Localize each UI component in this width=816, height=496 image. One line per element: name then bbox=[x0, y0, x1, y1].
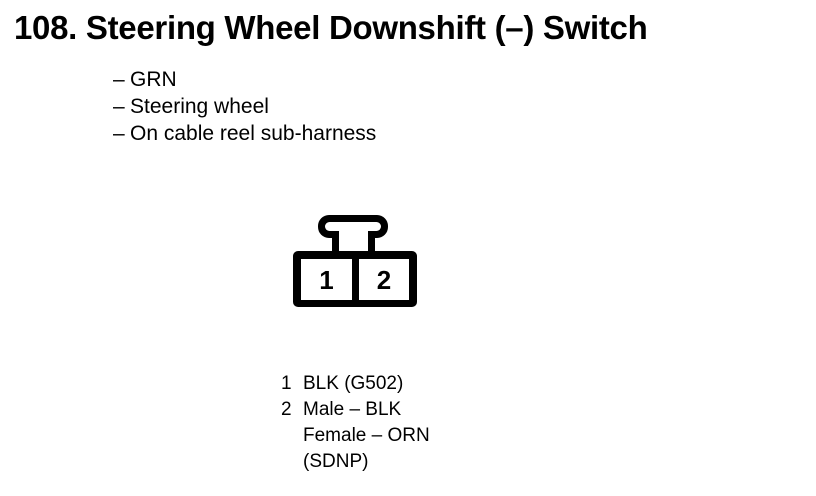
pin-wire-description: (SDNP) bbox=[303, 451, 369, 472]
pin-number-spacer bbox=[281, 423, 303, 449]
connector-latch bbox=[318, 215, 388, 253]
pin-wire-description: Male – BLK bbox=[303, 399, 402, 420]
cavity-2-cell bbox=[359, 259, 409, 300]
dash-marker: – bbox=[113, 122, 125, 145]
note-label: Steering wheel bbox=[130, 95, 269, 118]
note-item: – Steering wheel bbox=[113, 93, 376, 120]
connector-diagram: 1 2 bbox=[280, 205, 440, 320]
pin-wire-description: BLK (G502) bbox=[303, 373, 404, 394]
note-label: GRN bbox=[130, 68, 177, 91]
page-title: 108. Steering Wheel Downshift (–) Switch bbox=[14, 9, 648, 46]
note-item: – On cable reel sub-harness bbox=[113, 120, 376, 147]
dash-marker: – bbox=[113, 95, 125, 118]
notes-list: – GRN – Steering wheel – On cable reel s… bbox=[113, 66, 376, 147]
note-item: – GRN bbox=[113, 66, 376, 93]
connector-drawing: 1 2 bbox=[293, 215, 417, 307]
dash-marker: – bbox=[113, 68, 125, 91]
pin-legend: 1 BLK (G502) 2 Male – BLK Female – ORN (… bbox=[281, 371, 430, 475]
pin-number: 1 bbox=[281, 373, 292, 394]
cavity-2-number: 2 bbox=[377, 265, 391, 295]
note-label: On cable reel sub-harness bbox=[130, 122, 377, 145]
cavity-1-cell bbox=[301, 259, 352, 300]
pin-number-spacer bbox=[281, 449, 303, 475]
pin-number: 2 bbox=[281, 399, 292, 420]
pin-wire-description: Female – ORN bbox=[303, 425, 430, 446]
latch-stem-inner bbox=[339, 224, 368, 253]
cavity-1-number: 1 bbox=[319, 265, 333, 295]
connector-body: 1 2 bbox=[293, 251, 417, 307]
